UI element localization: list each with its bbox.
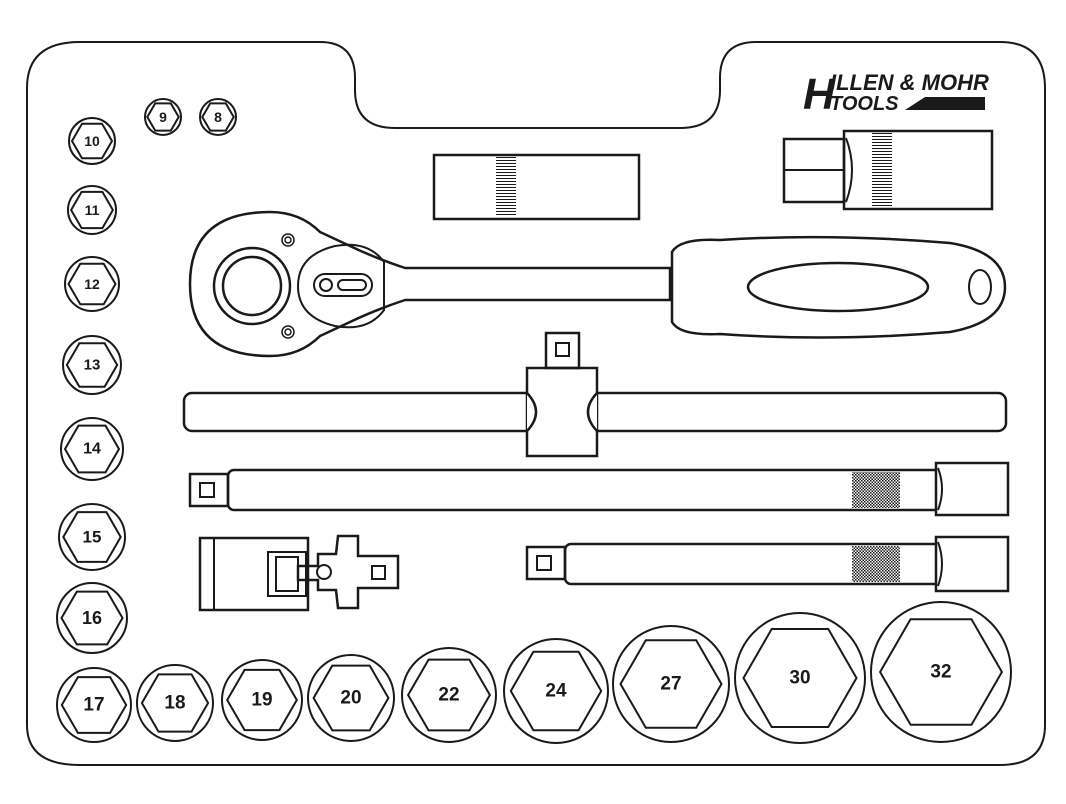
socket: 15 <box>58 503 126 571</box>
socket-size-label: 16 <box>82 608 102 628</box>
sockets-group: 9 8 10 11 12 13 14 15 16 17 18 19 20 22 24 27 30 32 <box>56 98 1012 744</box>
socket-hex <box>201 102 235 132</box>
case-outline <box>26 41 1046 766</box>
socket-hex <box>146 102 180 132</box>
socket: 30 <box>734 612 866 744</box>
socket-rim <box>56 582 128 654</box>
socket-hex <box>67 262 117 306</box>
socket-hex <box>70 122 114 160</box>
socket-size-label: 19 <box>251 690 272 711</box>
socket-size-label: 11 <box>85 202 100 218</box>
brand-swoosh <box>905 97 985 110</box>
socket-rim <box>60 417 124 481</box>
socket-rim <box>734 612 866 744</box>
socket-size-label: 14 <box>83 441 101 458</box>
socket-rim <box>68 117 116 165</box>
brand-name: ILLEN & MOHR <box>830 70 989 95</box>
socket: 14 <box>60 417 124 481</box>
socket-size-label: 18 <box>164 693 185 714</box>
socket-hex <box>63 424 121 474</box>
socket-size-label: 15 <box>83 528 102 547</box>
socket-hex <box>62 511 122 563</box>
socket-size-label: 32 <box>930 662 951 683</box>
socket-hex <box>509 650 603 732</box>
socket-hex <box>69 190 115 230</box>
brand-tools: TOOLS <box>830 93 899 115</box>
socket: 13 <box>62 335 122 395</box>
socket: 18 <box>136 664 214 742</box>
socket-size-label: 13 <box>84 357 101 374</box>
socket-size-label: 10 <box>84 133 100 149</box>
socket-rim <box>870 601 1012 743</box>
socket-rim <box>64 256 120 312</box>
socket-size-label: 12 <box>84 276 100 292</box>
socket-size-label: 30 <box>789 668 810 689</box>
extension-bar-long <box>188 461 1010 517</box>
socket-hex <box>60 590 124 646</box>
socket: 17 <box>56 667 132 743</box>
socket-hex <box>878 618 1004 726</box>
socket-hex <box>742 628 858 728</box>
socket-rim <box>612 625 730 743</box>
socket: 12 <box>64 256 120 312</box>
brand-initial: H <box>803 70 836 119</box>
brand-logo: H ILLEN & MOHR TOOLS <box>803 70 989 119</box>
socket: 24 <box>503 638 609 744</box>
socket-size-label: 8 <box>214 109 222 125</box>
deep-socket-short <box>432 153 641 221</box>
socket-rim <box>144 98 182 136</box>
socket-rim <box>307 654 395 742</box>
socket-size-label: 9 <box>159 109 167 125</box>
socket: 9 <box>144 98 182 136</box>
socket-hex <box>140 673 210 733</box>
socket-hex <box>406 658 492 732</box>
socket-hex <box>312 664 390 732</box>
socket: 16 <box>56 582 128 654</box>
socket-size-label: 17 <box>83 695 104 716</box>
socket-rim <box>199 98 237 136</box>
socket-size-label: 24 <box>545 681 567 702</box>
universal-joint <box>198 534 400 612</box>
socket-rim <box>503 638 609 744</box>
socket-rim <box>62 335 122 395</box>
ratchet-handle <box>188 210 1007 358</box>
socket: 20 <box>307 654 395 742</box>
socket-rim <box>401 647 497 743</box>
extension-bar-short <box>525 535 1010 593</box>
socket: 27 <box>612 625 730 743</box>
bit-socket-adapter <box>782 129 994 211</box>
socket: 19 <box>221 659 303 741</box>
socket-hex <box>65 342 119 388</box>
socket-rim <box>56 667 132 743</box>
socket-hex <box>60 676 128 734</box>
socket: 32 <box>870 601 1012 743</box>
socket-rim <box>221 659 303 741</box>
socket: 11 <box>67 185 117 235</box>
socket-size-label: 27 <box>660 674 681 695</box>
socket-hex <box>226 668 298 732</box>
socket: 10 <box>68 117 116 165</box>
socket-rim <box>67 185 117 235</box>
socket: 8 <box>199 98 237 136</box>
socket-rim <box>58 503 126 571</box>
socket-size-label: 20 <box>340 688 361 709</box>
socket: 22 <box>401 647 497 743</box>
socket-hex <box>619 639 723 729</box>
socket-size-label: 22 <box>438 685 459 706</box>
sliding-t-bar <box>182 331 1008 458</box>
socket-rim <box>136 664 214 742</box>
